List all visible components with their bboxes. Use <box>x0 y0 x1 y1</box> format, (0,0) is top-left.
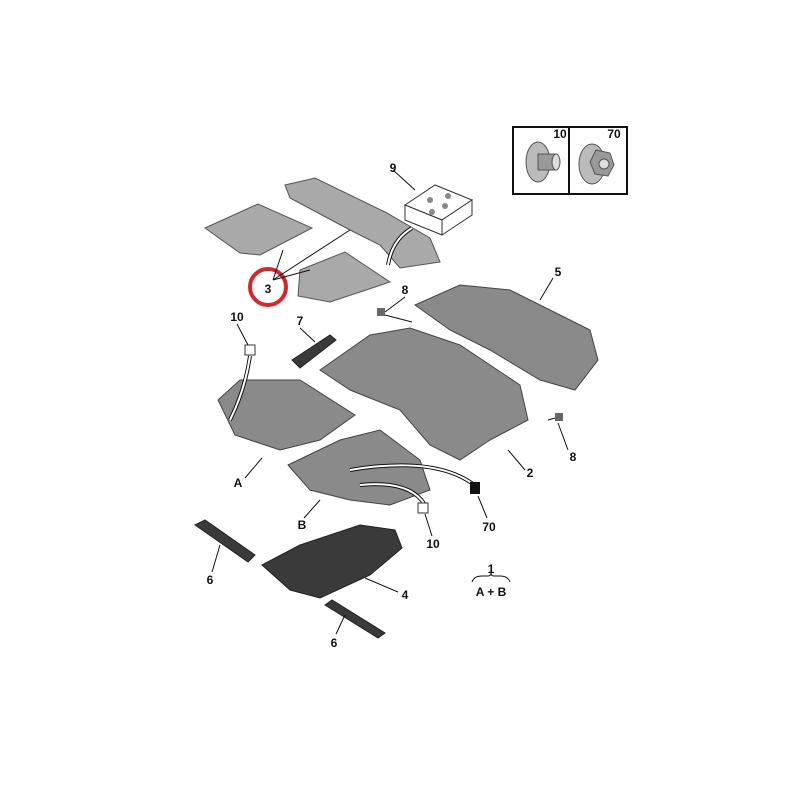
callout-A-plus-B: A + B <box>476 585 507 599</box>
callout-8: 8 <box>570 450 577 464</box>
callout-10: 10 <box>230 310 244 324</box>
highlight-circle <box>248 267 288 307</box>
shield-4 <box>261 524 403 599</box>
callout-3: 3 <box>265 282 272 296</box>
clip-box-9 <box>403 184 474 236</box>
callout-2: 2 <box>527 466 534 480</box>
floor-shield-2 <box>319 327 529 461</box>
callout-70: 70 <box>482 520 496 534</box>
callout-6: 6 <box>331 636 338 650</box>
callout-9: 9 <box>390 161 397 175</box>
nut-70-icon <box>578 143 615 185</box>
inset-label-10: 10 <box>553 127 567 141</box>
callout-B: B <box>298 518 307 532</box>
callout-8: 8 <box>402 283 409 297</box>
floor-mats <box>204 177 441 303</box>
callout-A: A <box>234 476 243 490</box>
clip-8 <box>377 308 385 316</box>
callout-5: 5 <box>555 265 562 279</box>
callout-7: 7 <box>297 314 304 328</box>
clip-10-icon <box>525 141 561 183</box>
callout-10: 10 <box>426 537 440 551</box>
heat-shield-5 <box>413 284 599 391</box>
callout-6: 6 <box>207 573 214 587</box>
strip-6-lower <box>324 599 386 639</box>
nut-70 <box>470 482 480 494</box>
callout-4: 4 <box>402 588 409 602</box>
strip-6-upper <box>194 519 256 563</box>
callout-1: 1 <box>488 562 495 576</box>
shield-A <box>217 379 356 451</box>
inset-label-70: 70 <box>607 127 621 141</box>
fastener-inset: 10 70 <box>512 126 628 195</box>
bracket-7 <box>291 334 337 369</box>
